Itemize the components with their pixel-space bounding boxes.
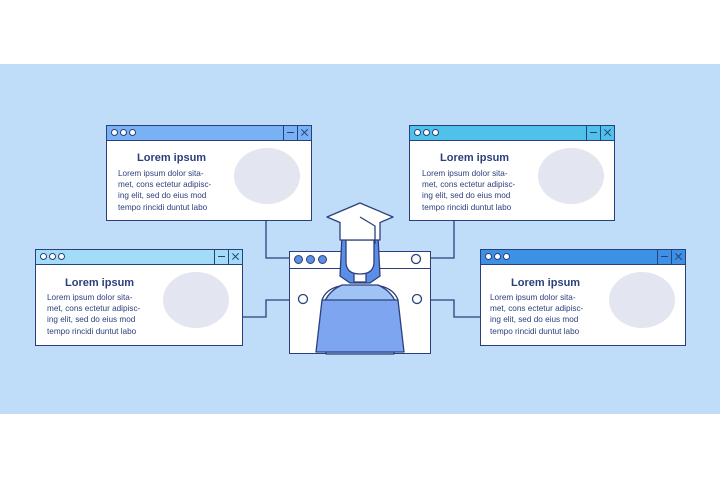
info-panel-bottom-right: Lorem ipsum Lorem ipsum dolor sitа-met, … — [480, 249, 686, 346]
photo-placeholder — [609, 272, 675, 328]
panel-title: Lorem ipsum — [440, 152, 510, 164]
window-title-bar — [36, 250, 242, 265]
panel-text: Lorem ipsum dolor sitа-met, cons ectetur… — [47, 293, 141, 336]
minimize-icon — [586, 126, 600, 140]
minimize-icon — [214, 250, 228, 264]
photo-placeholder — [234, 148, 300, 204]
window-title-bar — [410, 126, 614, 141]
close-icon — [671, 250, 685, 264]
close-icon — [297, 126, 311, 140]
info-panel-top-left: Lorem ipsum Lorem ipsum dolor sitа-met, … — [106, 125, 312, 221]
connector-bottom-left — [243, 299, 300, 318]
connector-node-right — [411, 293, 423, 305]
window-dots — [294, 255, 327, 264]
panel-title: Lorem ipsum — [137, 152, 207, 164]
window-dots — [414, 128, 439, 136]
photo-placeholder — [538, 148, 604, 204]
close-icon — [228, 250, 242, 264]
panel-text: Lorem ipsum dolor sitа-met, cons ectetur… — [118, 169, 212, 212]
info-panel-top-right: Lorem ipsum Lorem ipsum dolor sitа-met, … — [409, 125, 615, 221]
window-title-bar — [107, 126, 311, 141]
connector-bottom-right — [420, 299, 480, 318]
connector-node-top-right — [410, 253, 422, 265]
connector-top-right — [431, 221, 455, 259]
panel-text: Lorem ipsum dolor sitа-met, cons ectetur… — [490, 293, 584, 336]
photo-placeholder — [163, 272, 229, 328]
student-face — [345, 239, 375, 275]
window-title-bar — [481, 250, 685, 265]
window-dots — [40, 252, 65, 260]
laptop-icon — [315, 299, 405, 353]
close-icon — [600, 126, 614, 140]
panel-title: Lorem ipsum — [65, 277, 135, 289]
window-dots — [111, 128, 136, 136]
panel-text: Lorem ipsum dolor sitа-met, cons ectetur… — [422, 169, 516, 212]
connector-top-left — [265, 221, 289, 259]
panel-title: Lorem ipsum — [511, 277, 581, 289]
window-dots — [485, 252, 510, 260]
minimize-icon — [283, 126, 297, 140]
connector-node-left — [297, 293, 309, 305]
minimize-icon — [657, 250, 671, 264]
info-panel-bottom-left: Lorem ipsum Lorem ipsum dolor sitа-met, … — [35, 249, 243, 346]
